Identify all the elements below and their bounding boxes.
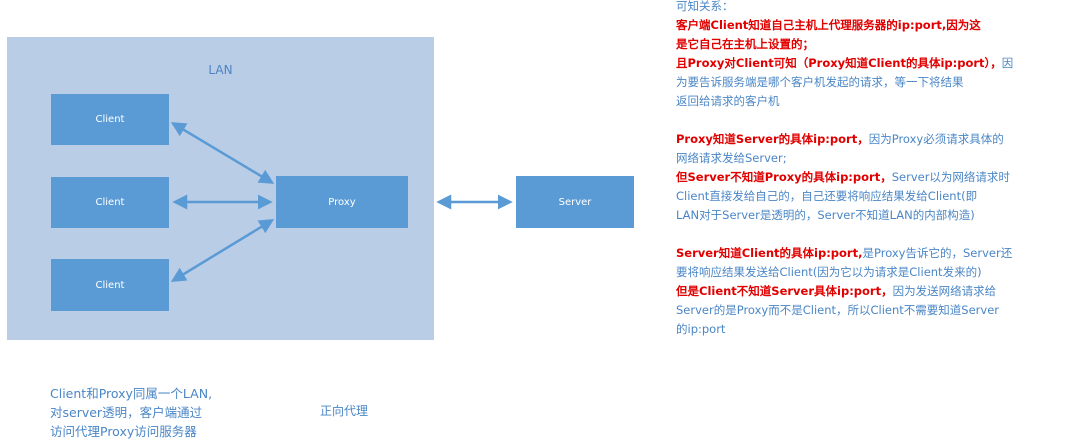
note-2-emphasis: 且Proxy对Client可知（Proxy知道Client的具体ip:port）… xyxy=(676,56,1002,70)
server-label: Server xyxy=(558,196,592,208)
note-4-line-3: LAN对于Server是透明的，Server不知道LAN的内部构造) xyxy=(676,208,975,222)
note-6-emphasis: 但是Client不知道Server具体ip:port， xyxy=(676,284,893,298)
note-4-line-1: 但Server不知道Proxy的具体ip:port，Server以为网络请求时 xyxy=(676,168,1076,187)
note-3-line-1: Proxy知道Server的具体ip:port，因为Proxy必须请求具体的 xyxy=(676,130,1076,149)
client-label-3: Client xyxy=(95,279,125,291)
note-5-line-2: 要将响应结果发送给Client(因为它以为请求是Client发来的) xyxy=(676,265,982,279)
lan-caption-line-3: 访问代理Proxy访问服务器 xyxy=(50,424,197,439)
note-1-emphasis-cont: 因为这 xyxy=(946,18,981,32)
note-4-line-2: Client直接发给自己的，自己还要将响应结果发给Client(即 xyxy=(676,189,978,203)
client-node-1: Client xyxy=(51,94,169,145)
note-5-detail: 是Proxy告诉它的，Server还 xyxy=(862,246,1013,260)
lan-caption-line-1: Client和Proxy同属一个LAN, xyxy=(50,386,213,401)
client-node-3: Client xyxy=(51,259,169,311)
note-3-line-2: 网络请求发给Server; xyxy=(676,151,787,165)
note-5-line-1: Server知道Client的具体ip:port,是Proxy告诉它的，Serv… xyxy=(676,244,1076,263)
note-2-cont: 因 xyxy=(1001,56,1014,70)
proxy-node: Proxy xyxy=(276,176,408,228)
note-1-line-1: 客户端Client知道自己主机上代理服务器的ip:port,因为这 xyxy=(676,16,1076,35)
note-6-line-3: 的ip:port xyxy=(676,322,726,336)
server-node: Server xyxy=(516,176,634,228)
note-1-line-2: 是它自己在主机上设置的； xyxy=(676,37,814,51)
note-3-detail: 因为Proxy必须请求具体的 xyxy=(868,132,1004,146)
note-2-line-1: 且Proxy对Client可知（Proxy知道Client的具体ip:port）… xyxy=(676,54,1076,73)
note-4-detail: Server以为网络请求时 xyxy=(891,170,1010,184)
note-3-emphasis: Proxy知道Server的具体ip:port， xyxy=(676,132,869,146)
note-2-line-3: 返回给请求的客户机 xyxy=(676,94,780,108)
note-6-detail: 因为发送网络请求给 xyxy=(892,284,997,298)
notes-heading: 可知关系： xyxy=(676,0,734,13)
proxy-label: Proxy xyxy=(328,196,356,208)
lan-label: LAN xyxy=(208,63,233,77)
note-1-emphasis: 客户端Client知道自己主机上代理服务器的ip:port, xyxy=(676,18,947,32)
note-6-line-2: Server的是Proxy而不是Client，所以Client不需要知道Serv… xyxy=(676,303,1000,317)
relationship-notes: 可知关系： 客户端Client知道自己主机上代理服务器的ip:port,因为这 … xyxy=(676,0,1076,339)
client-label-2: Client xyxy=(95,197,125,208)
note-5-emphasis: Server知道Client的具体ip:port, xyxy=(676,246,863,260)
note-4-emphasis: 但Server不知道Proxy的具体ip:port， xyxy=(676,170,892,184)
forward-proxy-caption: 正向代理 xyxy=(320,404,369,418)
client-node-2: Client xyxy=(51,177,169,228)
note-2-line-2: 为要告诉服务端是哪个客户机发起的请求，等一下将结果 xyxy=(676,75,964,89)
lan-caption: Client和Proxy同属一个LAN, 对server透明，客户端通过 访问代… xyxy=(50,384,250,441)
lan-caption-line-2: 对server透明，客户端通过 xyxy=(50,405,203,420)
note-6-line-1: 但是Client不知道Server具体ip:port，因为发送网络请求给 xyxy=(676,282,1076,301)
client-label-1: Client xyxy=(95,114,125,125)
